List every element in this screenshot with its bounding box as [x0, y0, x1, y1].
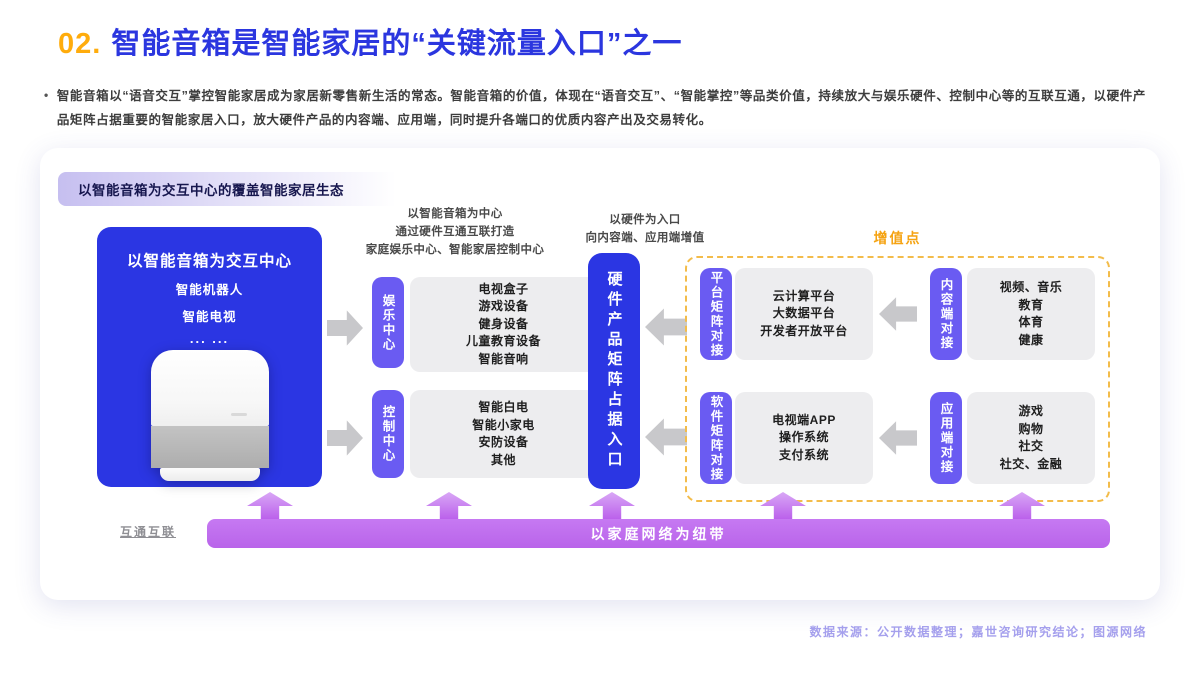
app-side-box: 游戏 购物 社交 社交、金融	[967, 392, 1095, 484]
content-side-pill: 内容端对接	[930, 268, 962, 360]
device-item: 游戏设备	[478, 299, 529, 314]
speaker-grille	[150, 426, 269, 468]
content-item: 体育	[1018, 315, 1044, 329]
value-add-dashed-box: 平台矩阵对接 云计算平台 大数据平台 开发者开放平台 内容端对接 视频、音乐 教…	[685, 256, 1110, 502]
software-matrix-box: 电视端APP 操作系统 支付系统	[735, 392, 873, 484]
diagram-header-badge: 以智能音箱为交互中心的覆盖智能家居生态	[58, 172, 414, 206]
entertainment-center-pill: 娱乐中心	[372, 277, 404, 368]
software-item: 支付系统	[778, 447, 829, 462]
arrow-right-icon	[327, 420, 363, 456]
hub-ellipsis: ... ...	[189, 331, 230, 346]
software-item: 操作系统	[778, 430, 829, 445]
speaker-body	[150, 350, 269, 426]
device-item: 智能白电	[478, 400, 529, 414]
value-add-label: 增值点	[873, 230, 922, 246]
interconnect-label: 互通互联	[120, 525, 177, 539]
arrow-up-icon	[426, 492, 472, 519]
entertainment-control-note: 以智能音箱为中心 通过硬件互通互联打造 家庭娱乐中心、智能家居控制中心	[350, 206, 560, 259]
app-item: 购物	[1018, 421, 1044, 436]
diagram-card: 以智能音箱为交互中心的覆盖智能家居生态 以智能音箱为交互中心 智能机器人 智能电…	[40, 148, 1160, 600]
arrow-up-icon	[247, 492, 293, 519]
platform-matrix-pill: 平台矩阵对接	[700, 268, 732, 360]
device-item: 电视盒子	[478, 281, 529, 296]
hub-item: 智能电视	[182, 310, 237, 324]
platform-matrix-box: 云计算平台 大数据平台 开发者开放平台	[735, 268, 873, 360]
hub-title: 以智能音箱为交互中心	[126, 253, 292, 270]
app-side-pill: 应用端对接	[930, 392, 962, 484]
arrow-left-icon	[879, 421, 917, 455]
control-center-pill: 控制中心	[372, 390, 404, 478]
note-line: 家庭娱乐中心、智能家居控制中心	[365, 243, 545, 256]
device-item: 健身设备	[478, 316, 529, 331]
platform-item: 开发者开放平台	[760, 323, 848, 338]
hub-item: 智能机器人	[175, 283, 244, 297]
control-devices-box: 智能白电 智能小家电 安防设备 其他	[410, 390, 597, 478]
speaker-base	[159, 468, 260, 481]
app-item: 社交、金融	[999, 456, 1063, 471]
content-item: 教育	[1018, 297, 1044, 312]
hardware-entry-note: 以硬件为入口 向内容端、应用端增值	[545, 212, 745, 248]
page-title: 02. 智能音箱是智能家居的“关键流量入口”之一	[58, 20, 682, 62]
note-line: 通过硬件互通互联打造	[395, 225, 515, 238]
app-item: 社交	[1018, 439, 1044, 453]
software-item: 电视端APP	[772, 412, 836, 427]
summary-text: 智能音箱以“语音交互”掌控智能家居成为家居新零售新生活的常态。智能音箱的价值，体…	[56, 89, 1146, 128]
arrow-left-icon	[645, 418, 687, 456]
content-item: 视频、音乐	[999, 280, 1063, 294]
arrow-right-icon	[327, 310, 363, 346]
platform-item: 云计算平台	[772, 288, 836, 303]
device-item: 智能小家电	[472, 417, 535, 432]
device-item: 儿童教育设备	[465, 334, 541, 349]
summary-paragraph: • 智能音箱以“语音交互”掌控智能家居成为家居新零售新生活的常态。智能音箱的价值…	[44, 84, 1152, 133]
speaker-logo-mark	[230, 413, 247, 416]
software-matrix-pill: 软件矩阵对接	[700, 392, 732, 484]
note-line: 以硬件为入口	[609, 214, 681, 226]
smart-speaker-hub-box: 以智能音箱为交互中心 智能机器人 智能电视 ... ...	[97, 227, 322, 487]
platform-item: 大数据平台	[772, 306, 836, 321]
arrow-up-icon	[589, 492, 635, 519]
content-side-box: 视频、音乐 教育 体育 健康	[967, 268, 1095, 360]
title-text: 智能音箱是智能家居的“关键流量入口”之一	[111, 28, 683, 60]
data-source-note: 数据来源：公开数据整理；嘉世咨询研究结论；图源网络	[809, 625, 1147, 639]
device-item: 安防设备	[478, 435, 529, 449]
hardware-matrix-pillar: 硬件产品矩阵占据入口	[588, 253, 640, 489]
entertainment-devices-box: 电视盒子 游戏设备 健身设备 儿童教育设备 智能音响	[410, 277, 597, 372]
smart-speaker-image	[150, 350, 269, 481]
home-network-bar: 以家庭网络为纽带	[207, 519, 1110, 548]
app-item: 游戏	[1018, 404, 1044, 418]
content-item: 健康	[1018, 332, 1044, 347]
device-item: 智能音响	[478, 351, 529, 366]
title-number: 02.	[58, 28, 102, 60]
bullet-icon: •	[44, 88, 49, 102]
arrow-left-icon	[879, 297, 917, 331]
note-line: 以智能音箱为中心	[407, 208, 503, 220]
arrow-left-icon	[645, 308, 687, 346]
device-item: 其他	[490, 452, 516, 467]
note-line: 向内容端、应用端增值	[585, 231, 705, 244]
